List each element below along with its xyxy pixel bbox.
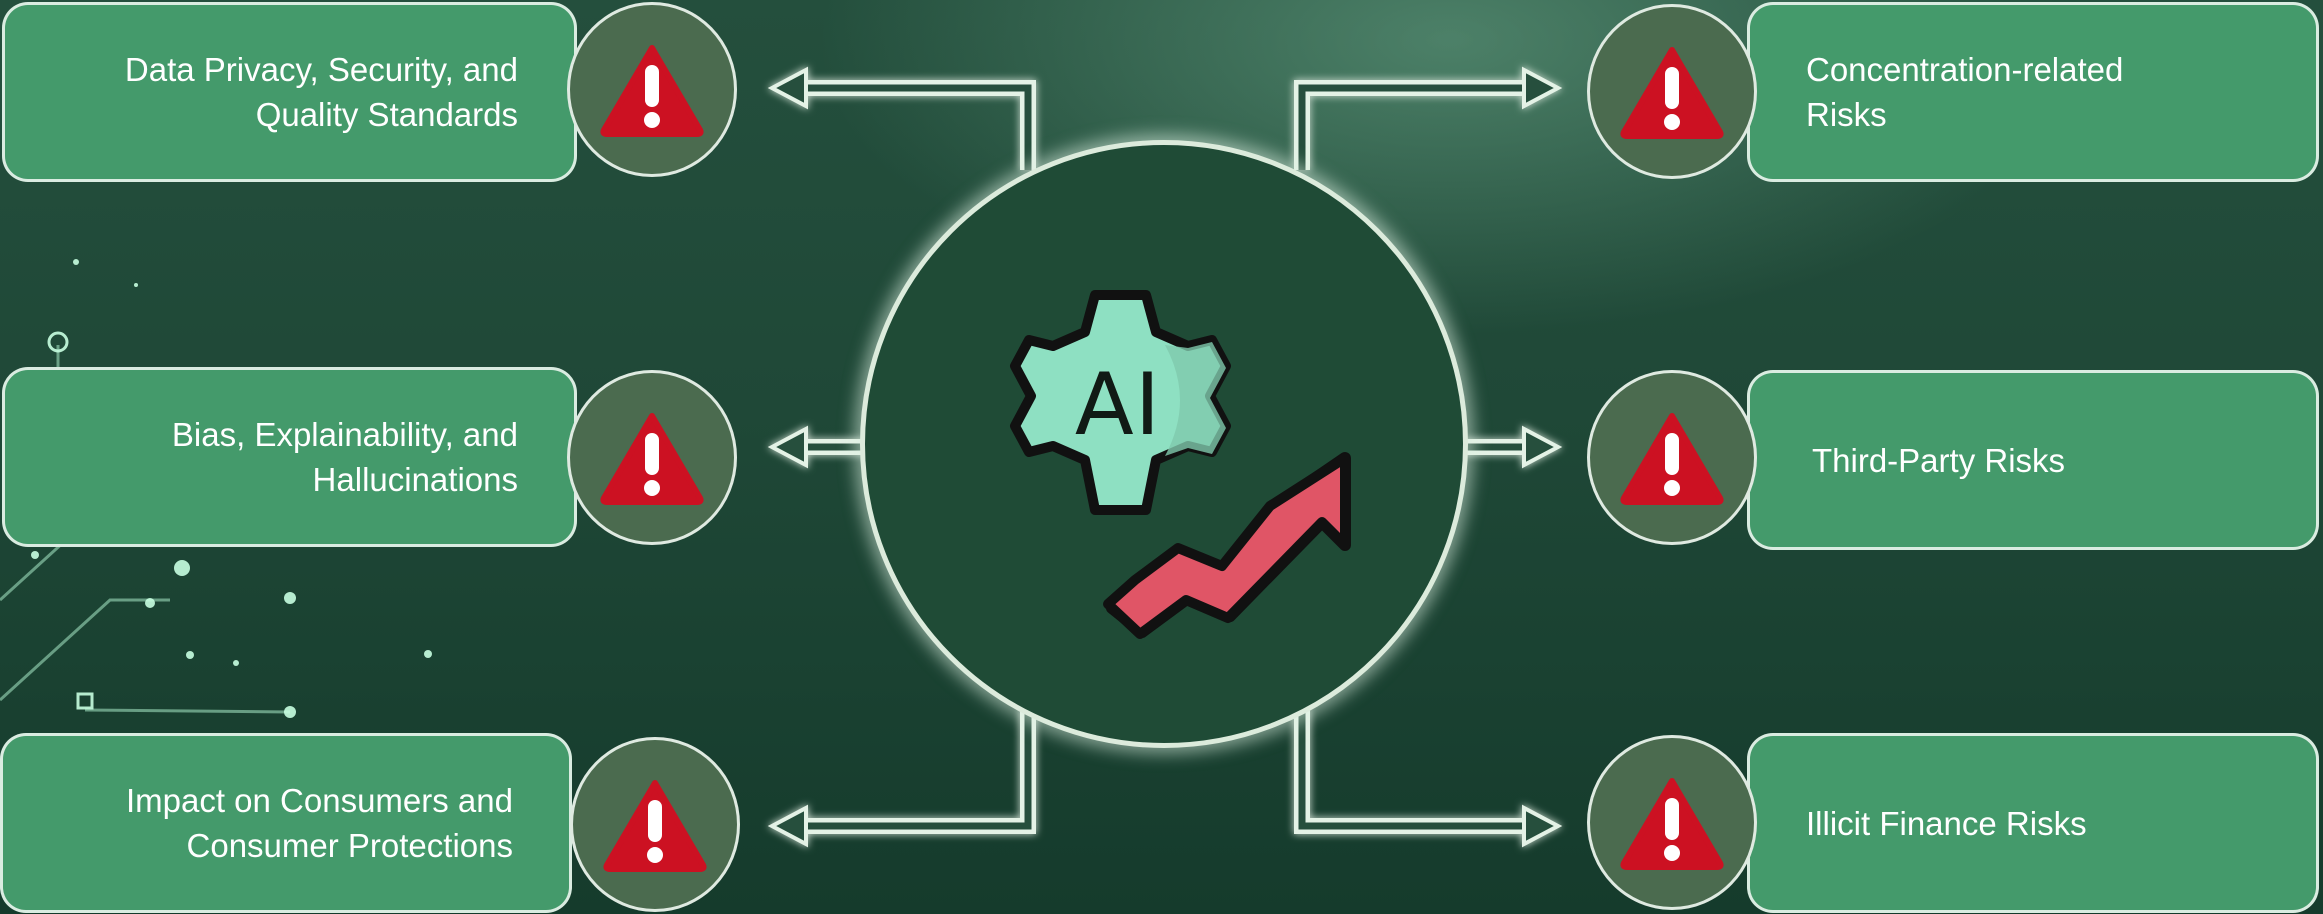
risk-label: Bias, Explainability, and Hallucinations — [171, 416, 518, 498]
warning-badge — [567, 2, 737, 177]
risk-box-illicit-finance: Illicit Finance Risks — [1747, 733, 2319, 913]
warning-icon — [603, 779, 707, 872]
risk-label: Illicit Finance Risks — [1806, 804, 2087, 842]
warning-icon — [1620, 412, 1724, 505]
warning-icon — [1620, 777, 1724, 870]
arrowhead-middle-left — [767, 425, 808, 469]
trend-up-arrow-icon — [1103, 452, 1351, 639]
warning-icon — [600, 44, 704, 137]
risk-label: Concentration-related Risks — [1806, 51, 2124, 133]
arrowhead-bottom-right — [1522, 804, 1563, 848]
warning-badge — [1587, 4, 1757, 179]
gear-icon — [1010, 290, 1231, 515]
risk-label: Data Privacy, Security, and Quality Stan… — [124, 51, 518, 133]
risk-box-bias: Bias, Explainability, and Hallucinations — [2, 367, 577, 547]
warning-badge — [1587, 370, 1757, 545]
ai-gear-text: AI — [1074, 355, 1162, 455]
warning-icon — [1620, 46, 1724, 139]
arrowhead-top-left — [767, 66, 808, 110]
arrowhead-top-right — [1522, 66, 1563, 110]
warning-icon — [600, 412, 704, 505]
risk-box-consumer-impact: Impact on Consumers and Consumer Protect… — [0, 733, 572, 913]
warning-badge — [567, 370, 737, 545]
risk-box-data-privacy: Data Privacy, Security, and Quality Stan… — [2, 2, 577, 182]
arrowhead-middle-right — [1522, 425, 1563, 469]
risk-label: Third-Party Risks — [1812, 441, 2066, 479]
arrowhead-bottom-left — [767, 804, 808, 848]
risk-label: Impact on Consumers and Consumer Protect… — [125, 782, 513, 864]
risk-box-concentration: Concentration-related Risks — [1747, 2, 2319, 182]
warning-badge — [570, 737, 740, 912]
warning-badge — [1587, 735, 1757, 910]
risk-box-third-party: Third-Party Risks — [1747, 370, 2319, 550]
